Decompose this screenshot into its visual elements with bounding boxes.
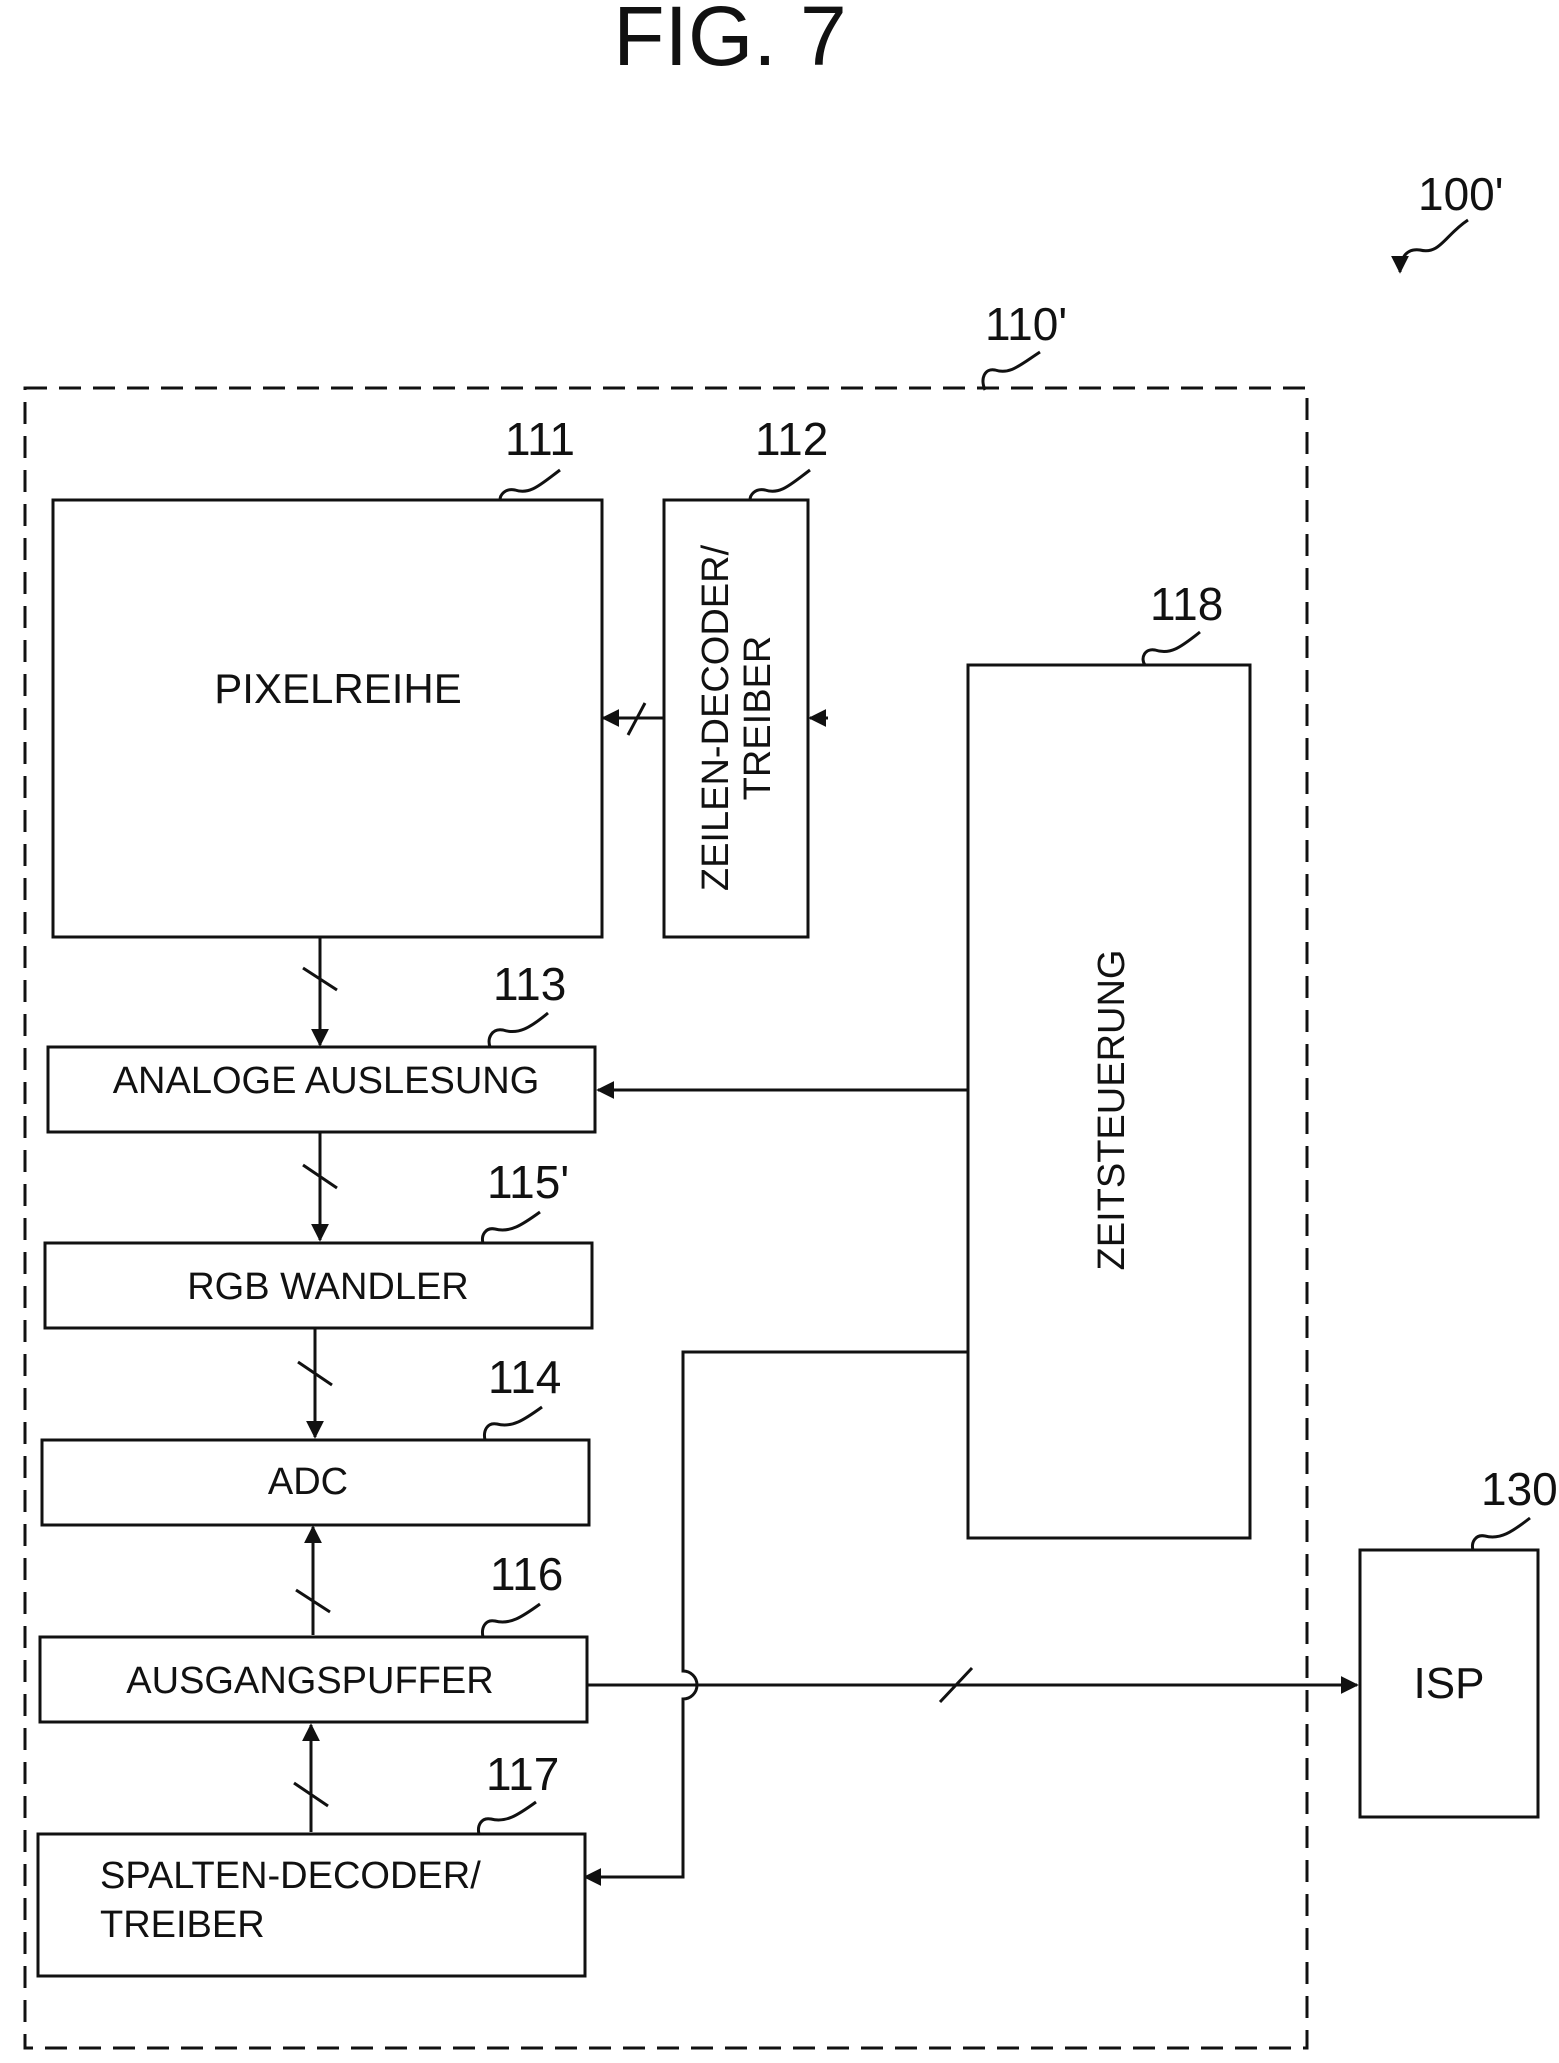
- output-buffer-label: AUSGANGSPUFFER: [126, 1660, 493, 1702]
- row-decoder-label-line2: TREIBER: [737, 636, 779, 801]
- output-buffer-ref-leader: [483, 1604, 541, 1637]
- timing-control-ref: 118: [1150, 578, 1223, 630]
- adc-ref-leader: [485, 1407, 543, 1440]
- timing-control-ref-leader: [1143, 632, 1200, 665]
- isp-label: ISP: [1414, 1659, 1485, 1708]
- isp-ref-leader: [1473, 1518, 1531, 1550]
- column-decoder-ref: 117: [486, 1748, 559, 1800]
- pixel-array-ref-leader: [500, 470, 560, 500]
- pixel-array-label: PIXELREIHE: [214, 665, 461, 712]
- system-ref-label: 100': [1418, 168, 1504, 220]
- analog-readout-label: ANALOGE AUSLESUNG: [113, 1060, 540, 1102]
- chip-ref-label: 110': [985, 298, 1067, 350]
- rgb-converter-label: RGB WANDLER: [187, 1266, 469, 1308]
- column-decoder-label-line1: SPALTEN-DECODER/: [100, 1855, 481, 1897]
- adc-ref: 114: [488, 1351, 561, 1403]
- pixel-array-ref: 111: [505, 413, 575, 465]
- column-decoder-label-line2: TREIBER: [100, 1904, 265, 1946]
- rgb-converter-ref: 115': [487, 1156, 569, 1208]
- output-buffer-ref: 116: [490, 1548, 563, 1600]
- row-decoder-label-line1: ZEILEN-DECODER/: [695, 544, 737, 891]
- row-decoder-ref-leader: [750, 470, 810, 500]
- chip-ref-leader: [983, 352, 1040, 390]
- row-decoder-ref: 112: [755, 413, 828, 465]
- isp-ref: 130: [1481, 1463, 1558, 1515]
- analog-readout-ref-leader: [489, 1013, 548, 1047]
- analog-readout-ref: 113: [493, 958, 566, 1010]
- column-decoder-ref-leader: [479, 1802, 537, 1834]
- figure-title: FIG. 7: [613, 0, 846, 83]
- timing-control-label: ZEITSTEUERUNG: [1091, 950, 1133, 1271]
- rgb-converter-ref-leader: [483, 1212, 541, 1243]
- timing-to-column-decoder-line: [585, 1352, 968, 1877]
- adc-label: ADC: [268, 1461, 348, 1503]
- pixel-array-block: [53, 500, 602, 937]
- system-ref-leader: [1400, 220, 1468, 272]
